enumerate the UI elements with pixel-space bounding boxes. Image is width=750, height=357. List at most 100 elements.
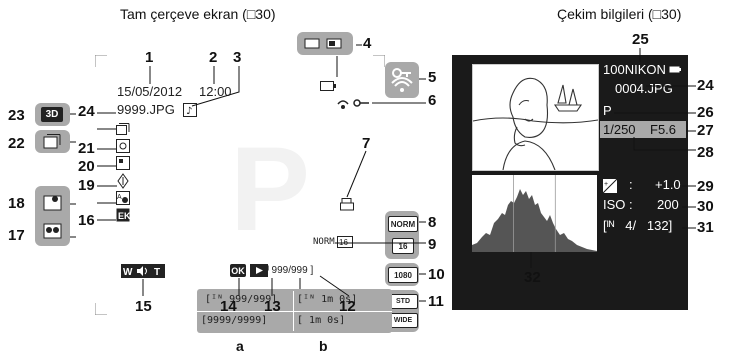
image-mode-box: NORM 16 [385, 211, 419, 259]
svg-text:+: + [604, 181, 608, 188]
filename-text: 9999.JPG [117, 102, 175, 117]
sub-b1: [ᴵᴺ 1m 0s] [297, 294, 358, 305]
sub-b2: [ 1m 0s] [297, 315, 346, 326]
callout-22: 22 [8, 135, 25, 152]
callout-26: 26 [697, 104, 714, 121]
frame-counter: [ᴵᴺ 4/ 132] [603, 218, 673, 233]
sub-a1: [ᴵᴺ 999/999] [205, 294, 278, 305]
ok-chip: OK [230, 264, 246, 277]
exposure-mode: P [603, 103, 612, 118]
svg-text:−: − [611, 187, 615, 193]
hd-movie-box: 1080 [385, 263, 419, 286]
callout-9: 9 [428, 236, 437, 253]
svg-text:EK: EK [118, 211, 130, 221]
callout-24: 24 [78, 103, 95, 120]
hd-chip: 1080 [388, 267, 418, 283]
left-leader-lines [70, 44, 426, 302]
callout-20: 20 [78, 158, 95, 175]
callout-4: 4 [363, 35, 372, 52]
callout-8: 8 [428, 214, 437, 231]
folder-name-text: 100NIKON [603, 62, 666, 77]
exposure-comp-value: +1.0 [655, 177, 681, 192]
callout-29: 29 [697, 178, 714, 195]
file-number: 0004.JPG [615, 81, 673, 96]
exposure-colon: : [629, 177, 633, 192]
folder-name: 100NIKON [603, 62, 681, 77]
aperture-value: F5.6 [650, 122, 677, 137]
callout-14: 14 [220, 298, 237, 315]
svg-text:T: T [154, 267, 160, 278]
norm-chip: NORM [388, 216, 418, 232]
shutter-aperture-bar [600, 121, 686, 138]
callout-17: 17 [8, 227, 25, 244]
sequence-icon [116, 122, 130, 140]
retouch-icons-box [35, 186, 70, 246]
callout-15: 15 [135, 298, 152, 315]
callout-31: 31 [697, 219, 714, 236]
battery-box [297, 32, 353, 55]
filter-effects-icon [116, 156, 130, 175]
svg-text:W: W [123, 267, 133, 278]
watermark: P [230, 122, 311, 256]
callout-16: 16 [78, 212, 95, 229]
quick-retouch-icon: EK [116, 208, 131, 227]
sub-table: [ᴵᴺ 999/999] [ᴵᴺ 1m 0s] [9999/9999] [ 1m… [197, 289, 392, 333]
frame-counter-text: 4/ 132 [625, 218, 669, 233]
callout-23: 23 [8, 107, 25, 124]
right-leader-lines [530, 48, 696, 268]
battery-icon [320, 78, 336, 96]
size-chip: 16 [392, 238, 414, 254]
exposure-comp-icon: +− [602, 178, 618, 198]
movie-quality-text: NORM [313, 237, 335, 247]
sequence-display-box [35, 130, 70, 153]
callout-28: 28 [697, 144, 714, 161]
histogram [472, 175, 597, 252]
label-b: b [319, 338, 328, 354]
iso-colon: : [629, 197, 633, 212]
callout-11: 11 [428, 293, 444, 310]
photo-thumbnail [472, 64, 599, 171]
voice-memo-icon: ♪ [183, 103, 197, 122]
callout-3: 3 [233, 49, 242, 66]
callout-7: 7 [362, 135, 371, 152]
callout-13: 13 [264, 298, 281, 315]
iso-value: 200 [657, 197, 679, 212]
left-title: Tam çerçeve ekran (□30) [120, 6, 276, 22]
callout-1: 1 [145, 49, 154, 66]
d-lighting-icon [117, 173, 129, 194]
svg-text:♪: ♪ [186, 106, 192, 117]
info-panel: 100NIKON 0004.JPG P 1/250 F5.6 +− : +1.0… [452, 55, 688, 310]
callout-30: 30 [697, 198, 714, 215]
skin-softening-icon [116, 139, 130, 158]
callout-2: 2 [209, 49, 218, 66]
callout-6: 6 [428, 92, 437, 109]
shutter-speed: 1/250 [603, 122, 636, 137]
callout-32: 32 [524, 269, 541, 286]
callout-25: 25 [632, 31, 649, 48]
date-text: 15/05/2012 [117, 84, 183, 99]
ok-playback-icon: OK [230, 264, 268, 277]
callout-12: 12 [339, 298, 356, 315]
time-text: 12:00 [199, 84, 232, 99]
3d-badge: 3D [41, 107, 63, 122]
callout-5: 5 [428, 69, 437, 86]
iso-label: ISO [603, 197, 626, 212]
callout-27: 27 [697, 122, 714, 139]
small-battery-icon [669, 66, 681, 73]
callout-24b: 24 [697, 77, 714, 94]
print-order-icon [340, 198, 354, 216]
protect-box [385, 62, 419, 98]
sub-a2: [9999/9999] [201, 315, 268, 326]
callout-19: 19 [78, 177, 95, 194]
right-title: Çekim bilgileri (□30) [557, 6, 682, 22]
svg-text:A: A [117, 194, 122, 201]
glamour-retouch-icon: A [116, 191, 130, 210]
label-a: a [236, 338, 244, 354]
eyefi-protect-icon [337, 96, 373, 115]
callout-21: 21 [78, 140, 95, 157]
callout-18: 18 [8, 195, 25, 212]
3d-badge-box: 3D [35, 103, 70, 126]
small-counter: 999/999 [271, 265, 308, 276]
callout-10: 10 [428, 266, 445, 283]
